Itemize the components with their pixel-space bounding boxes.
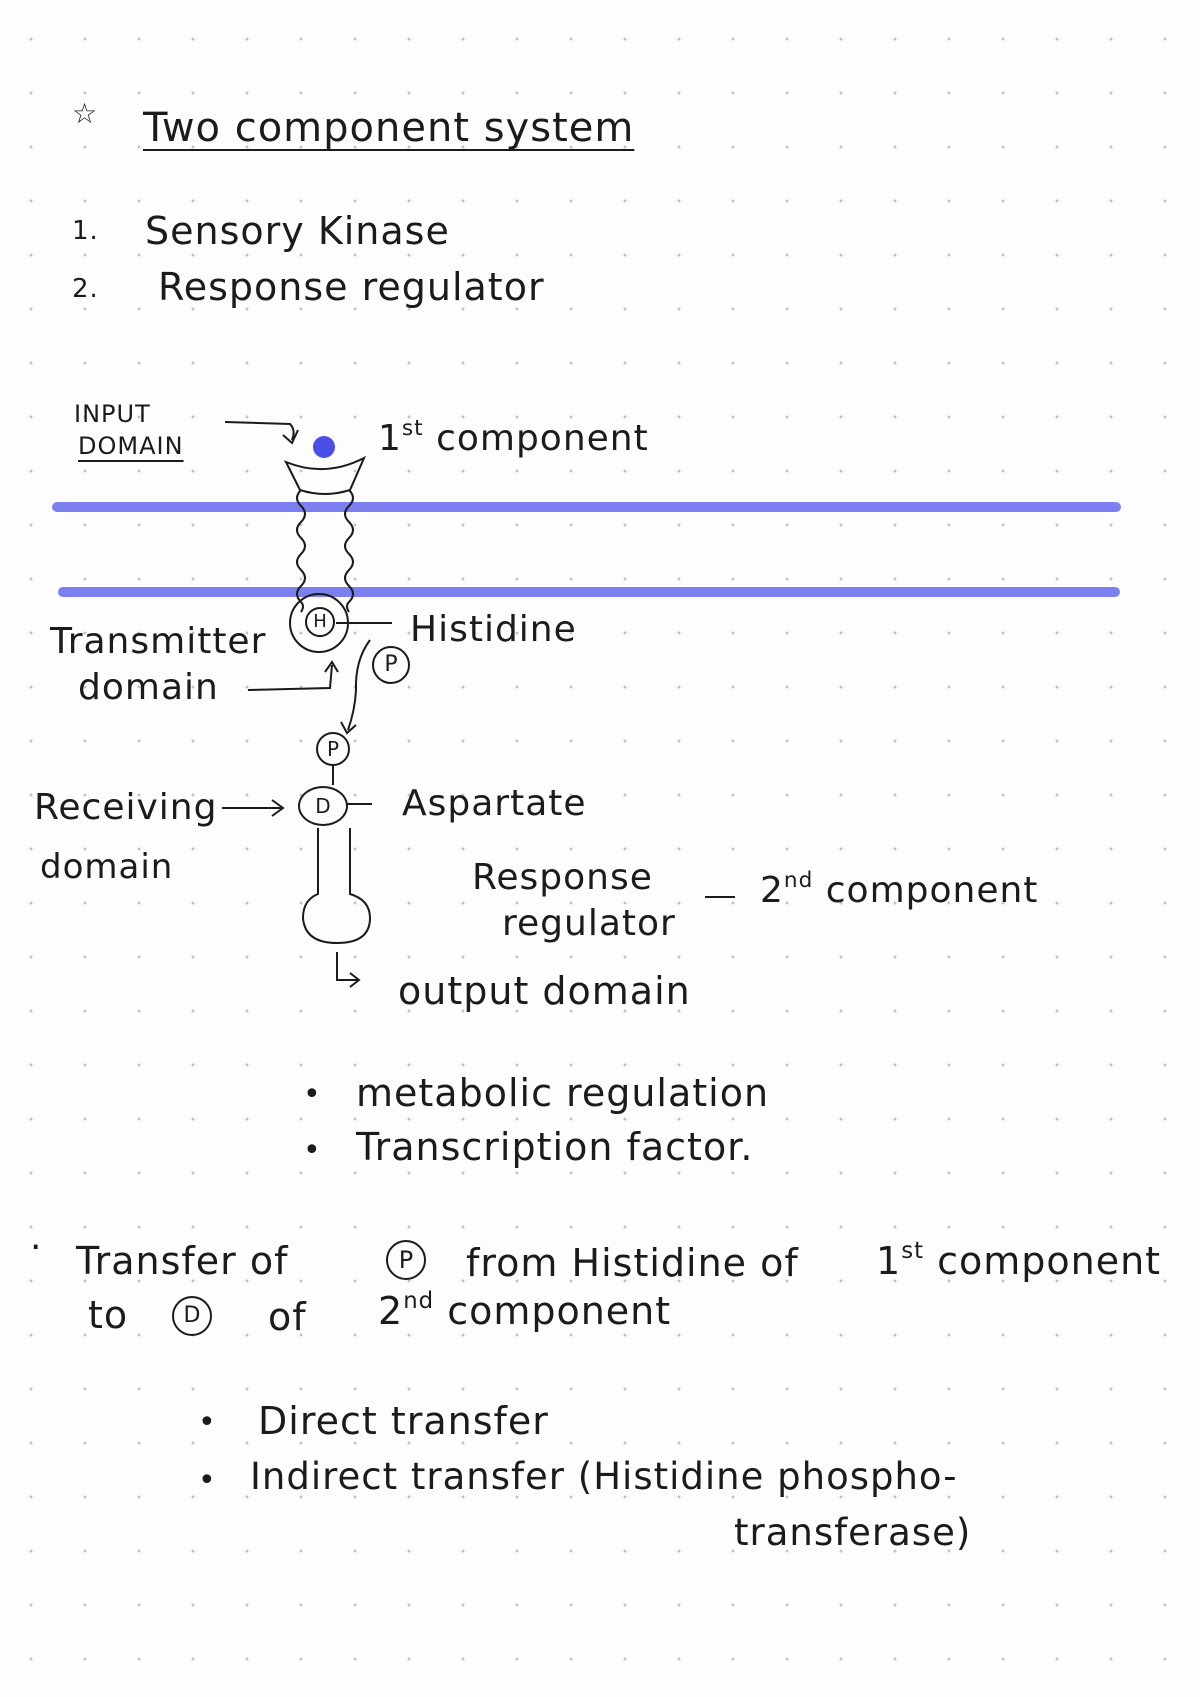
- ligand-dot: [313, 436, 335, 458]
- input-arrow: [224, 421, 295, 441]
- transfer-type-direct: Direct transfer: [258, 1399, 549, 1443]
- bullet-dot: •: [303, 1133, 322, 1168]
- receiving-domain-line1: Receiving: [34, 787, 218, 828]
- transmembrane-helix-left: [296, 489, 306, 613]
- aspartate-label: Aspartate: [402, 783, 587, 824]
- receiving-domain-line2: domain: [40, 847, 174, 887]
- transmembrane-helix-right: [344, 489, 354, 613]
- page-title: Two component system: [143, 105, 635, 151]
- aspartate-symbol: D: [298, 786, 348, 826]
- list-item-number: 2.: [72, 274, 99, 304]
- transfer-note-line1c: 1st component: [876, 1238, 1162, 1283]
- transmitter-arrow: [247, 664, 333, 691]
- second-component-label: 2nd component: [760, 868, 1039, 912]
- transfer-note-bullet: ·: [30, 1227, 43, 1268]
- aspartate-symbol-note: D: [172, 1296, 212, 1336]
- phosphate-symbol-note: P: [386, 1240, 426, 1280]
- histidine-symbol: H: [305, 607, 335, 637]
- output-domain-label: output domain: [398, 969, 691, 1013]
- transfer-type-indirect: Indirect transfer (Histidine phospho-: [250, 1455, 958, 1498]
- input-domain-label-line1: INPUT: [74, 400, 151, 428]
- star-icon: ☆: [72, 97, 99, 130]
- response-regulator-line2: regulator: [502, 903, 676, 944]
- transmitter-domain-line1: Transmitter: [50, 621, 267, 662]
- bullet-dot: •: [303, 1077, 322, 1112]
- phosphate-symbol-histidine: P: [372, 646, 410, 684]
- phosphate-symbol-receiver: P: [316, 732, 350, 766]
- transfer-note-line1a: Transfer of: [76, 1239, 289, 1283]
- bullet-dot: •: [198, 1405, 217, 1440]
- histidine-label: Histidine: [410, 609, 577, 650]
- transfer-note-line2a: to: [88, 1293, 129, 1337]
- transfer-note-line1b: from Histidine of: [466, 1241, 799, 1285]
- transfer-note-line2c: 2nd component: [378, 1288, 672, 1333]
- transfer-note-line2b: of: [268, 1295, 307, 1339]
- input-domain-label-line2: DOMAIN: [78, 432, 184, 460]
- first-component-label: 1st component: [378, 416, 649, 460]
- output-arrow: [336, 952, 358, 981]
- output-bullet-metabolic: metabolic regulation: [356, 1071, 770, 1115]
- response-regulator-line1: Response: [472, 857, 653, 898]
- bullet-dot: •: [198, 1463, 217, 1498]
- transfer-type-indirect-cont: transferase): [734, 1511, 972, 1554]
- list-item-sensory-kinase: Sensory Kinase: [145, 209, 450, 253]
- output-bullet-transcription: Transcription factor.: [356, 1125, 754, 1169]
- transmitter-domain-line2: domain: [78, 667, 219, 708]
- list-item-number: 1.: [72, 216, 99, 246]
- phosphate-transfer-arrow: [347, 639, 371, 731]
- response-regulator-body: [301, 828, 372, 945]
- list-item-response-regulator: Response regulator: [158, 265, 545, 309]
- receptor-cup: [283, 455, 367, 495]
